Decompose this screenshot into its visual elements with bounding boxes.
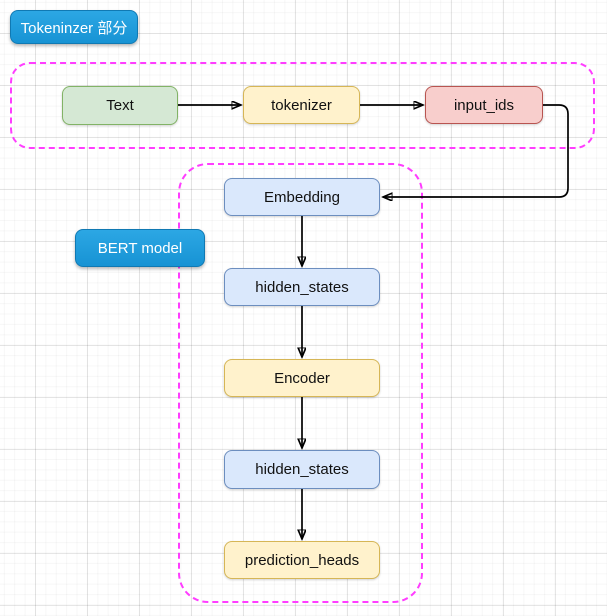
bert-model-badge-label: BERT model bbox=[97, 239, 183, 257]
node-hidden-states-2-label: hidden_states bbox=[255, 461, 349, 478]
tokenizer-section-badge-label: Tokeninzer 部分 bbox=[20, 19, 128, 37]
node-tokenizer[interactable]: tokenizer bbox=[243, 86, 360, 124]
node-encoder[interactable]: Encoder bbox=[224, 359, 380, 397]
node-input-ids[interactable]: input_ids bbox=[425, 86, 543, 124]
tokenizer-group-container[interactable] bbox=[10, 62, 595, 149]
node-hidden-states-2[interactable]: hidden_states bbox=[224, 450, 380, 489]
node-hidden-states-1[interactable]: hidden_states bbox=[224, 268, 380, 306]
node-hidden-states-1-label: hidden_states bbox=[255, 278, 349, 296]
node-tokenizer-label: tokenizer bbox=[271, 96, 332, 114]
node-input-ids-label: input_ids bbox=[453, 96, 515, 114]
bert-model-badge[interactable]: BERT model bbox=[75, 229, 205, 267]
node-prediction-heads[interactable]: prediction_heads bbox=[224, 541, 380, 579]
node-embedding-label: Embedding bbox=[264, 188, 340, 206]
bert-model-group-container[interactable] bbox=[178, 163, 423, 603]
node-text[interactable]: Text bbox=[62, 86, 178, 125]
node-embedding[interactable]: Embedding bbox=[224, 178, 380, 216]
node-encoder-label: Encoder bbox=[274, 369, 330, 387]
node-prediction-heads-label: prediction_heads bbox=[244, 551, 360, 569]
node-text-label: Text bbox=[106, 97, 134, 114]
tokenizer-section-badge[interactable]: Tokeninzer 部分 bbox=[10, 10, 138, 44]
